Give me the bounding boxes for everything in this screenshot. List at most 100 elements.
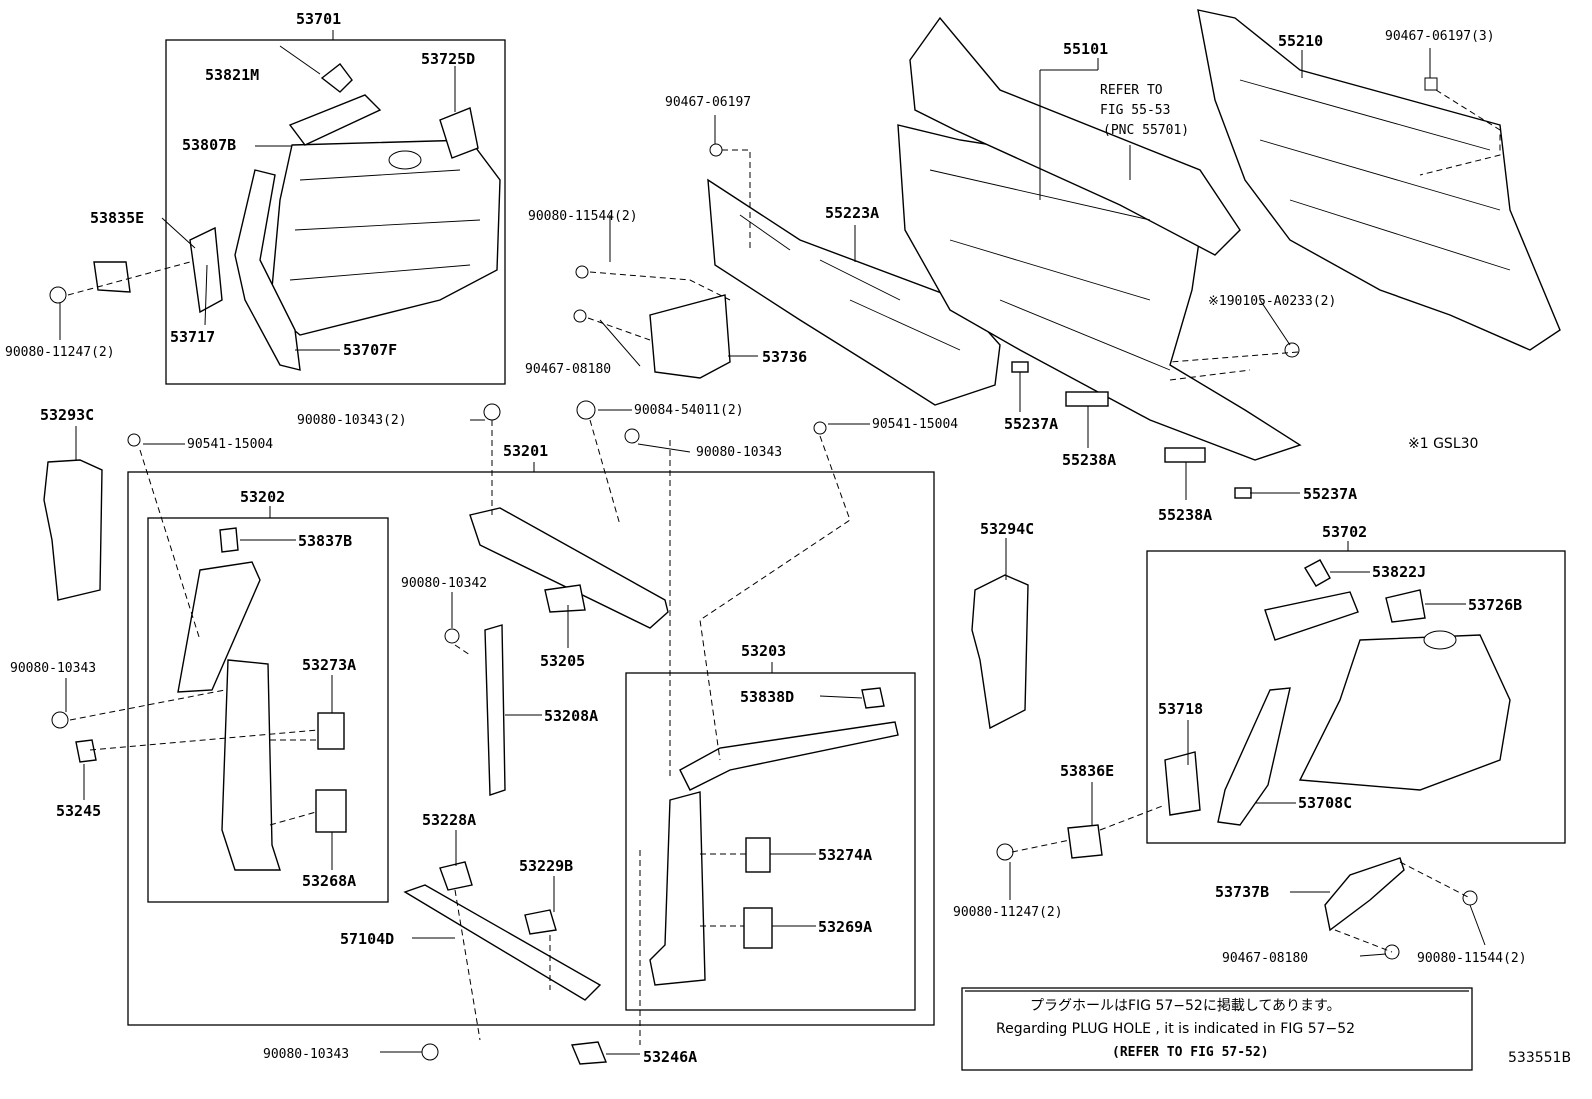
label-53294c[interactable]: 53294C bbox=[980, 520, 1034, 538]
label-90080-10343-mid[interactable]: 90080-10343 bbox=[696, 445, 782, 460]
label-53274a[interactable]: 53274A bbox=[818, 846, 872, 864]
label-53838d[interactable]: 53838D bbox=[740, 688, 794, 706]
part-53205-drawing bbox=[544, 584, 586, 613]
part-57104d-drawing bbox=[403, 884, 602, 1001]
label-53726b[interactable]: 53726B bbox=[1468, 596, 1522, 614]
part-55223a-detail bbox=[739, 214, 961, 351]
group-frame-53702 bbox=[1146, 550, 1566, 844]
label-53702[interactable]: 53702 bbox=[1322, 523, 1367, 541]
part-upper-53202 bbox=[177, 561, 261, 693]
label-53205[interactable]: 53205 bbox=[540, 652, 585, 670]
part-upper-bracket-53702 bbox=[1264, 591, 1359, 641]
label-90080-11544-top[interactable]: 90080-11544(2) bbox=[528, 209, 638, 224]
part-53736-drawing bbox=[649, 294, 731, 379]
part-53707f-tower bbox=[388, 150, 422, 170]
label-53718[interactable]: 53718 bbox=[1158, 700, 1203, 718]
label-55210[interactable]: 55210 bbox=[1278, 32, 1323, 50]
label-53822j[interactable]: 53822J bbox=[1372, 563, 1426, 581]
label-53737b[interactable]: 53737B bbox=[1215, 883, 1269, 901]
label-90080-10343-bottom[interactable]: 90080-10343 bbox=[263, 1047, 349, 1062]
label-90080-11544-right[interactable]: 90080-11544(2) bbox=[1417, 951, 1527, 966]
clip-90467-06197-right bbox=[1424, 77, 1438, 91]
part-53269a-drawing bbox=[743, 907, 773, 949]
clip-90467-06197-top bbox=[709, 143, 723, 157]
label-90080-10342[interactable]: 90080-10342 bbox=[401, 576, 487, 591]
label-53807b[interactable]: 53807B bbox=[182, 136, 236, 154]
label-53203[interactable]: 53203 bbox=[741, 642, 786, 660]
label-90467-06197-3[interactable]: 90467-06197(3) bbox=[1385, 29, 1495, 44]
label-53246a[interactable]: 53246A bbox=[643, 1048, 697, 1066]
part-53273a-drawing bbox=[317, 712, 345, 750]
label-53228a[interactable]: 53228A bbox=[422, 811, 476, 829]
label-53701[interactable]: 53701 bbox=[296, 10, 341, 28]
label-53201[interactable]: 53201 bbox=[503, 442, 548, 460]
label-53202[interactable]: 53202 bbox=[240, 488, 285, 506]
label-90080-10343-left[interactable]: 90080-10343 bbox=[10, 661, 96, 676]
label-53736[interactable]: 53736 bbox=[762, 348, 807, 366]
part-53268a-drawing bbox=[315, 789, 347, 833]
note-english: Regarding PLUG HOLE , it is indicated in… bbox=[996, 1021, 1355, 1037]
label-53835e[interactable]: 53835E bbox=[90, 209, 144, 227]
label-90541-15004-right[interactable]: 90541-15004 bbox=[872, 417, 958, 432]
label-53725d[interactable]: 53725D bbox=[421, 50, 475, 68]
label-55238a-lower[interactable]: 55238A bbox=[1158, 506, 1212, 524]
bolt-90080-10342 bbox=[444, 628, 460, 644]
part-53208a-drawing bbox=[484, 624, 506, 796]
label-53717[interactable]: 53717 bbox=[170, 328, 215, 346]
part-53707f-drawing bbox=[269, 139, 501, 336]
part-53274a-drawing bbox=[745, 837, 771, 873]
bolt-90080-11544-top bbox=[575, 265, 589, 279]
part-53707f-detail bbox=[289, 169, 481, 281]
part-55238a-lower-drawing bbox=[1164, 447, 1206, 463]
label-55238a-upper[interactable]: 55238A bbox=[1062, 451, 1116, 469]
part-53718-drawing bbox=[1217, 687, 1291, 826]
label-55237a-lower[interactable]: 55237A bbox=[1303, 485, 1357, 503]
label-90467-08180-right[interactable]: 90467-08180 bbox=[1222, 951, 1308, 966]
label-55101[interactable]: 55101 bbox=[1063, 40, 1108, 58]
label-90467-06197-top[interactable]: 90467-06197 bbox=[665, 95, 751, 110]
label-90541-15004-left[interactable]: 90541-15004 bbox=[187, 437, 273, 452]
label-90105-a0233[interactable]: ※190105-A0233(2) bbox=[1208, 294, 1336, 309]
part-53717-drawing bbox=[234, 169, 301, 371]
group-frame-53201 bbox=[127, 471, 935, 1026]
label-53229b[interactable]: 53229B bbox=[519, 857, 573, 875]
label-55237a-upper[interactable]: 55237A bbox=[1004, 415, 1058, 433]
note-japanese: プラグホールはFIG 57−52に掲載してあります。 bbox=[1030, 998, 1341, 1014]
label-55223a[interactable]: 55223A bbox=[825, 204, 879, 222]
label-90080-11247-left[interactable]: 90080-11247(2) bbox=[5, 345, 115, 360]
label-53836e[interactable]: 53836E bbox=[1060, 762, 1114, 780]
label-53707f[interactable]: 53707F bbox=[343, 341, 397, 359]
label-90467-08180-top[interactable]: 90467-08180 bbox=[525, 362, 611, 377]
bolt-90080-11544-right bbox=[1462, 890, 1478, 906]
part-53837b-drawing bbox=[219, 527, 239, 553]
part-55210-detail bbox=[1239, 79, 1511, 271]
part-53294c-drawing bbox=[971, 574, 1029, 730]
label-53293c[interactable]: 53293C bbox=[40, 406, 94, 424]
label-90080-11247-right[interactable]: 90080-11247(2) bbox=[953, 905, 1063, 920]
label-53273a[interactable]: 53273A bbox=[302, 656, 356, 674]
label-53268a[interactable]: 53268A bbox=[302, 872, 356, 890]
label-53708c[interactable]: 53708C bbox=[1298, 794, 1352, 812]
plug-90541-15004-right bbox=[813, 421, 827, 435]
label-53269a[interactable]: 53269A bbox=[818, 918, 872, 936]
refer-line-1: REFER TO bbox=[1100, 83, 1163, 98]
part-55238a-upper-drawing bbox=[1065, 391, 1109, 407]
plug-90541-15004-left bbox=[127, 433, 141, 447]
group-frame-53203 bbox=[625, 672, 916, 1011]
part-55210-drawing bbox=[1197, 9, 1561, 351]
part-55237a-upper-drawing bbox=[1011, 361, 1029, 373]
part-53229b-drawing bbox=[524, 909, 557, 935]
part-53246a-drawing bbox=[570, 1041, 608, 1065]
part-53726b-drawing bbox=[1385, 589, 1426, 623]
label-53245[interactable]: 53245 bbox=[56, 802, 101, 820]
part-55237a-lower-drawing bbox=[1234, 487, 1252, 499]
part-53838d-drawing bbox=[679, 721, 899, 791]
label-90084-54011[interactable]: 90084-54011(2) bbox=[634, 403, 744, 418]
label-53837b[interactable]: 53837B bbox=[298, 532, 352, 550]
label-53208a[interactable]: 53208A bbox=[544, 707, 598, 725]
part-53708c-drawing bbox=[1298, 634, 1511, 791]
part-labels: 53701 53821M 53725D 53807B 53835E 53717 … bbox=[5, 10, 1527, 1066]
label-53821m[interactable]: 53821M bbox=[205, 66, 259, 84]
label-90080-10343-2[interactable]: 90080-10343(2) bbox=[297, 413, 407, 428]
label-57104d[interactable]: 57104D bbox=[340, 930, 394, 948]
